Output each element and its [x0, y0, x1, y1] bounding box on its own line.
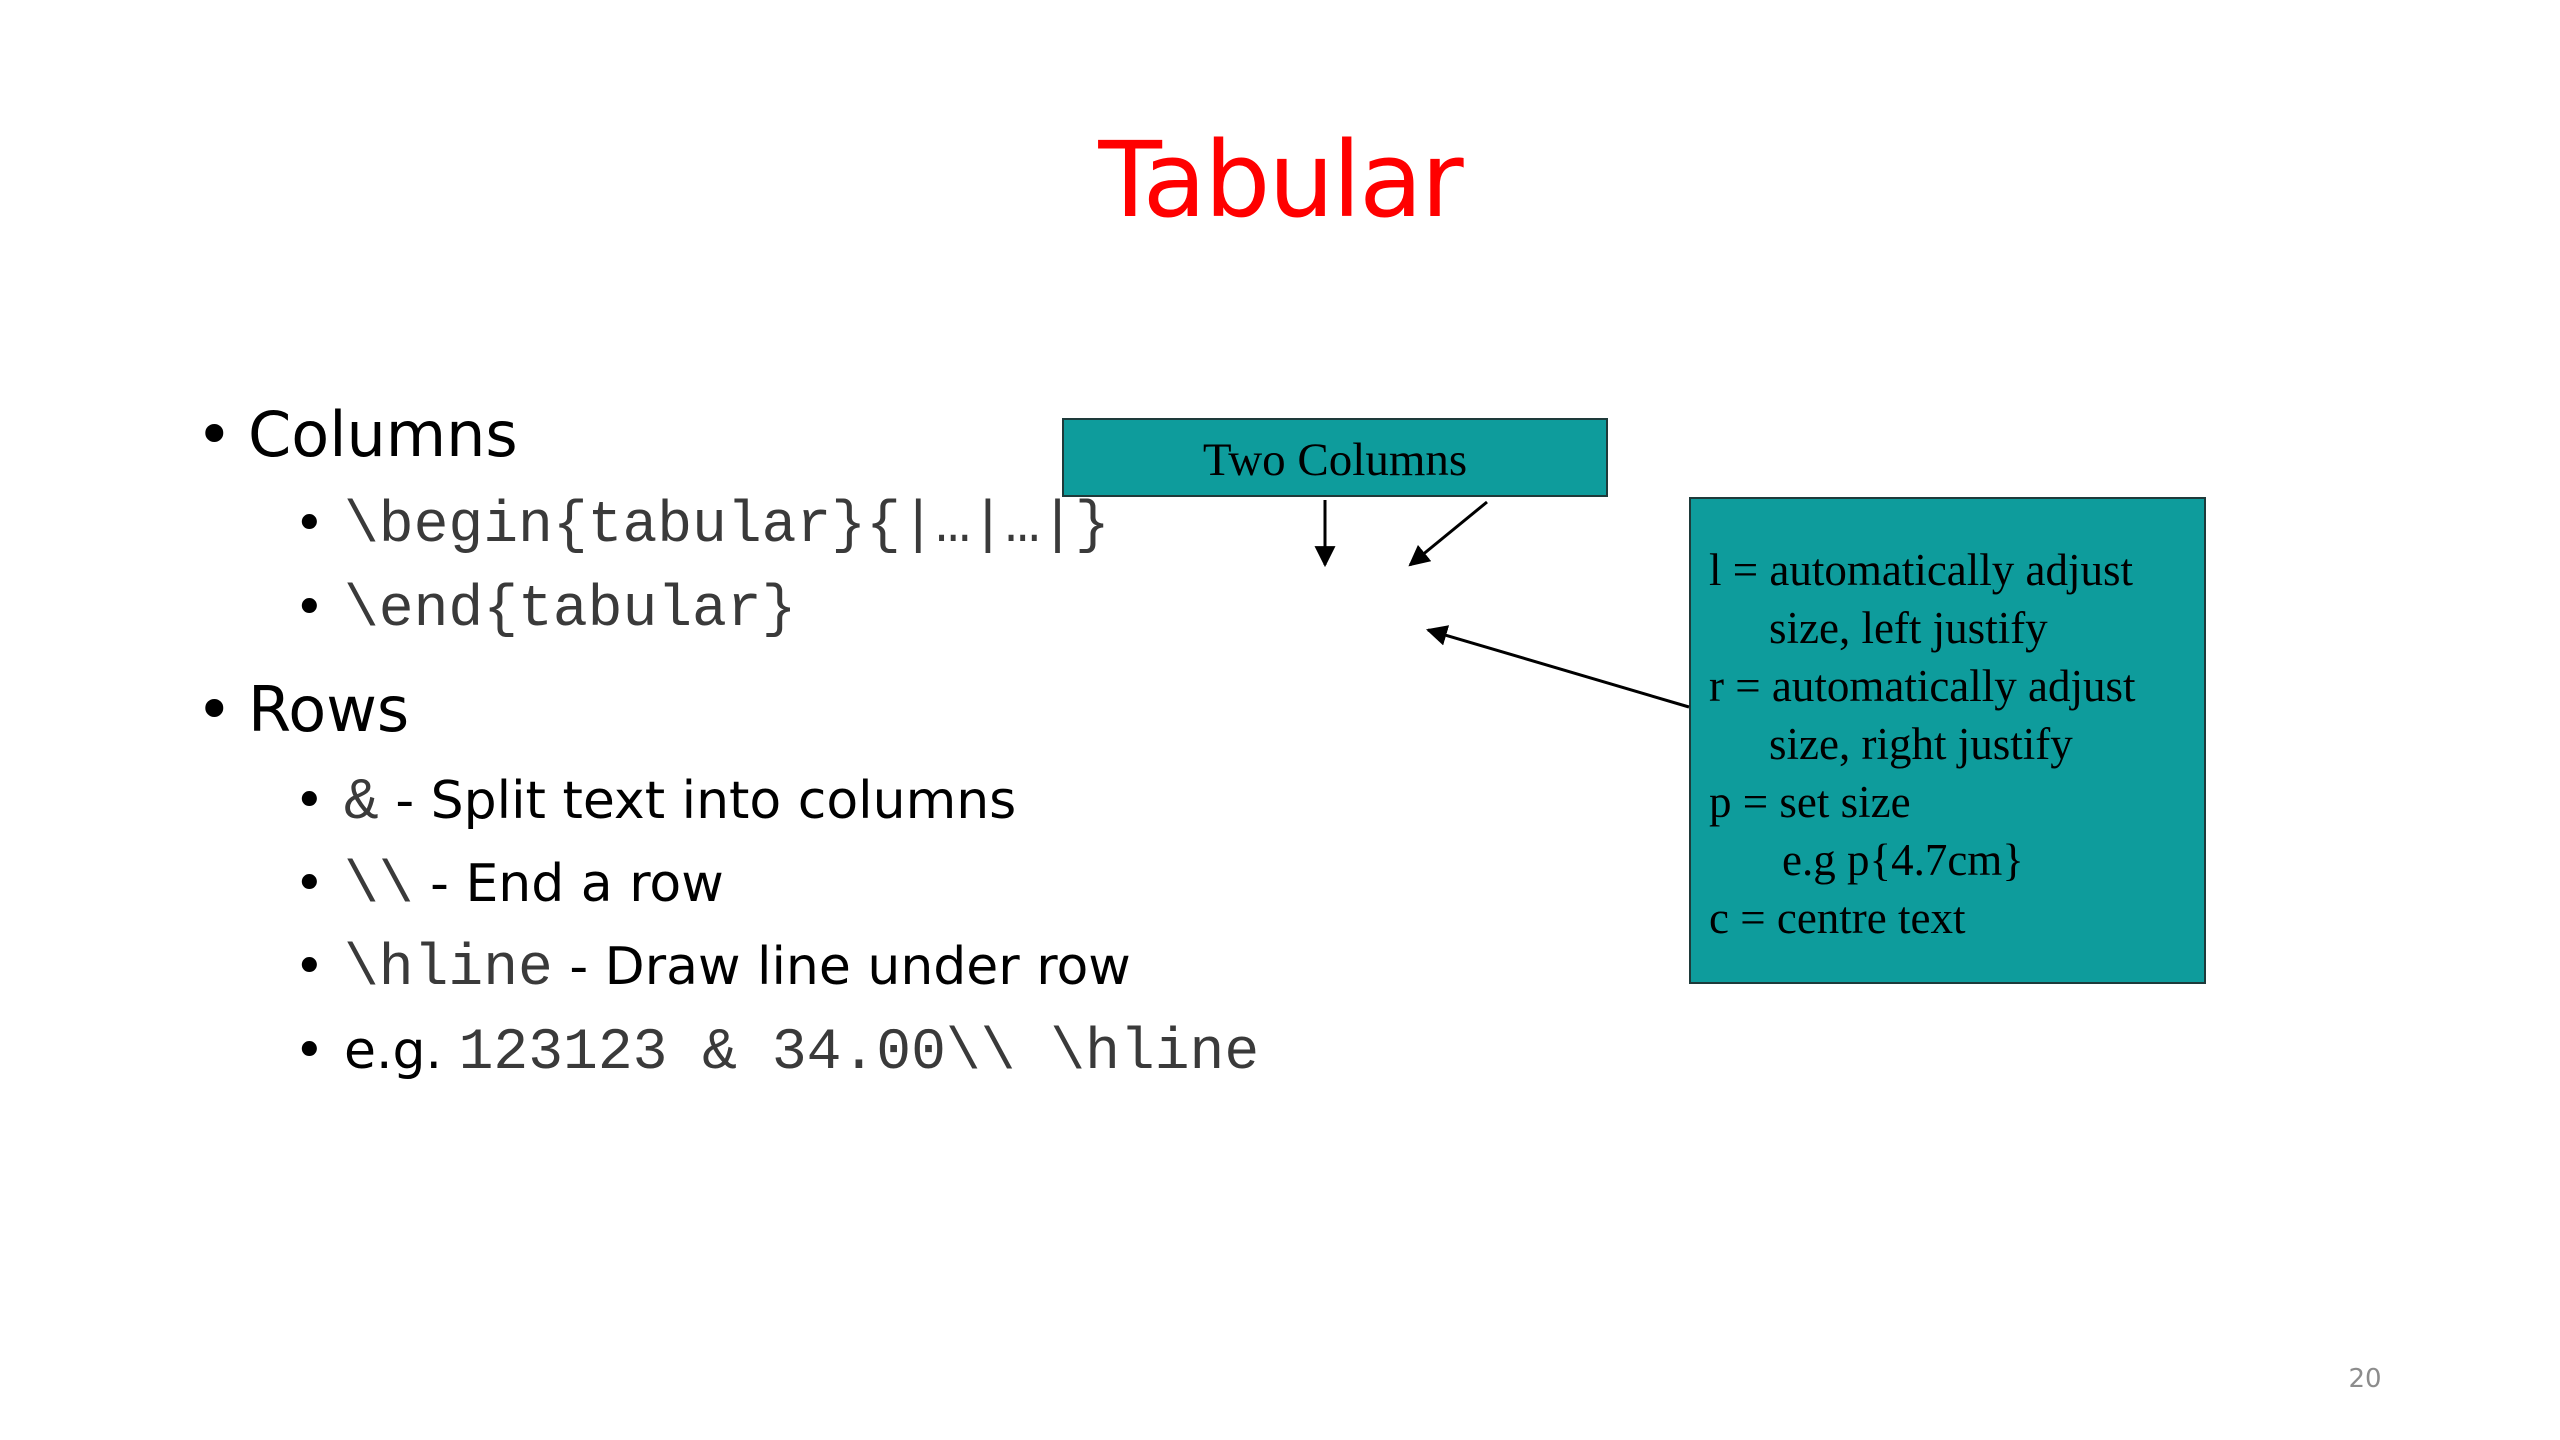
- bullet-columns: •Columns: [196, 395, 518, 475]
- code-double-backslash: \\: [344, 854, 414, 919]
- code-ampersand: &: [344, 771, 379, 836]
- bullet-hline: • \hline - Draw line under row: [294, 932, 1131, 1005]
- bullet-dot-icon: •: [294, 1021, 325, 1081]
- page-number: 20: [2348, 1364, 2382, 1394]
- code-end-tabular: \end{tabular}: [344, 578, 797, 643]
- bullet-dot-icon: •: [294, 578, 325, 638]
- bullet-dot-icon: •: [294, 854, 325, 914]
- text-draw-line: - Draw line under row: [552, 937, 1131, 997]
- bullet-list: •Columns •\begin{tabular}{|…|…|} •\end{t…: [196, 395, 1259, 1089]
- bullet-columns-label: Columns: [248, 398, 518, 471]
- bullet-rows-label: Rows: [248, 673, 410, 746]
- bullet-dot-icon: •: [196, 673, 233, 746]
- legend-line-p-example: e.g p{4.7cm}: [1782, 835, 2024, 885]
- slide-title: Tabular: [1098, 119, 1463, 241]
- legend-line-r: r = automatically adjust: [1709, 661, 2136, 711]
- code-hline: \hline: [344, 937, 553, 1002]
- text-end-row: - End a row: [413, 854, 724, 914]
- legend-line-r-desc: size, right justify: [1769, 719, 2073, 769]
- code-example: 123123 & 34.00\\ \hline: [458, 1021, 1260, 1086]
- column-spec-legend: l = automatically adjust size, left just…: [1689, 497, 2206, 984]
- code-begin-tabular: \begin{tabular}{|…|…|}: [344, 494, 1110, 559]
- two-columns-callout: Two Columns: [1062, 418, 1608, 497]
- bullet-end-tabular: • \end{tabular}: [294, 573, 796, 646]
- bullet-dot-icon: •: [294, 771, 325, 831]
- bullet-rows: •Rows: [196, 670, 409, 750]
- legend-line-c: c = centre text: [1709, 893, 1966, 943]
- bullet-dot-icon: •: [196, 398, 233, 471]
- bullet-dot-icon: •: [294, 937, 325, 997]
- bullet-example: • e.g. 123123 & 34.00\\ \hline: [294, 1016, 1259, 1089]
- legend-line-l-desc: size, left justify: [1769, 603, 2048, 653]
- legend-line-p: p = set size: [1709, 777, 1911, 827]
- text-example-prefix: e.g.: [344, 1021, 459, 1081]
- bullet-ampersand: •& - Split text into columns: [294, 766, 1016, 839]
- bullet-dot-icon: •: [294, 494, 325, 554]
- bullet-end-row: • \\ - End a row: [294, 849, 724, 922]
- text-split-columns: - Split text into columns: [378, 771, 1017, 831]
- legend-line-l: l = automatically adjust: [1709, 545, 2134, 595]
- bullet-begin-tabular: • \begin{tabular}{|…|…|}: [294, 489, 1110, 562]
